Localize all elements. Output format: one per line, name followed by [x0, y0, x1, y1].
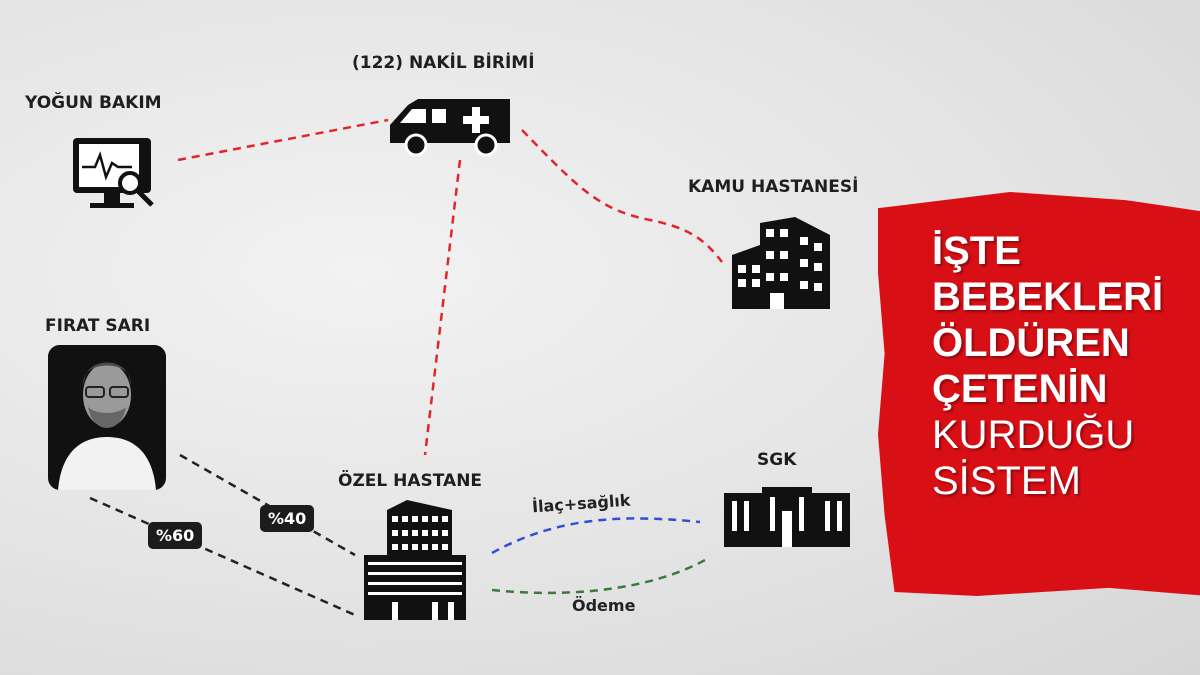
line-drug-health — [491, 517, 701, 555]
headline-line: ÖLDÜREN — [932, 321, 1130, 365]
badge-share-60: %60 — [148, 522, 203, 549]
label-private-hospital: ÖZEL HASTANE — [338, 471, 483, 491]
headline-line: ÇETENİN — [932, 367, 1108, 411]
headline-line: İŞTE — [932, 229, 1021, 273]
headline-text: İŞTE BEBEKLERİ ÖLDÜREN ÇETENİN KURDUĞU S… — [932, 228, 1163, 504]
line-icu-transfer — [177, 118, 389, 162]
monitor-icon — [73, 138, 154, 208]
label-payment: Ödeme — [572, 596, 636, 615]
label-person: FIRAT SARI — [45, 316, 151, 336]
line-transfer-public — [521, 129, 723, 263]
headline-line: BEBEKLERİ — [932, 275, 1164, 319]
ambulance-icon — [390, 99, 510, 157]
headline-line: SİSTEM — [932, 459, 1081, 503]
private-hospital-icon — [364, 500, 466, 620]
line-person-private-60 — [89, 496, 356, 617]
label-intensive-care: YOĞUN BAKIM — [25, 93, 162, 113]
label-transfer-unit: (122) NAKİL BİRİMİ — [352, 53, 535, 73]
label-public-hospital: KAMU HASTANESİ — [688, 177, 859, 197]
line-payment — [491, 558, 706, 595]
badge-share-40: %40 — [260, 505, 315, 532]
headline-banner — [878, 192, 1200, 596]
line-transfer-private — [423, 159, 462, 456]
headline-line: KURDUĞU — [932, 413, 1135, 457]
person-photo — [48, 345, 166, 490]
sgk-building-icon — [724, 487, 850, 547]
label-sgk: SGK — [757, 450, 797, 470]
public-hospital-icon — [732, 217, 830, 309]
